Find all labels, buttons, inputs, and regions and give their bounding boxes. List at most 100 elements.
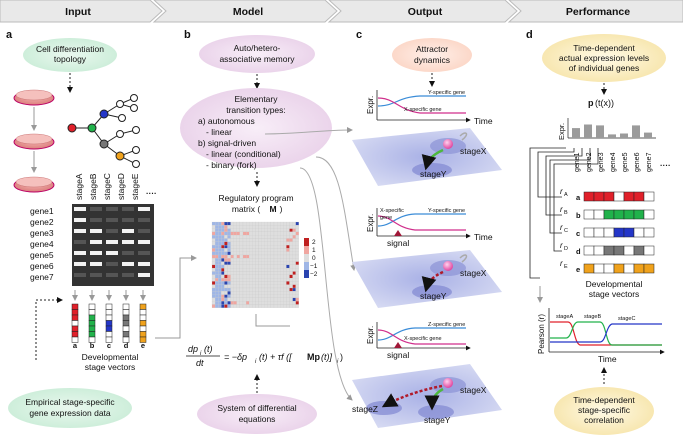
matrix-cell [286, 278, 290, 282]
matrix-cell [286, 301, 290, 305]
pearson-xlabel: Time [598, 354, 617, 364]
matrix-cell [289, 264, 293, 269]
matrix-cell [249, 294, 253, 299]
matrix-cell [280, 271, 284, 275]
matrix-cell [255, 278, 259, 282]
matrix-cell [270, 261, 275, 266]
matrix-cell [249, 271, 253, 275]
matrix-cell [215, 261, 219, 266]
matrix-cell [230, 251, 234, 256]
matrix-cell [264, 231, 268, 236]
matrix-cell [289, 291, 293, 295]
attractor-bubble-line2: dynamics [414, 55, 450, 65]
header-step-output [327, 0, 518, 23]
matrix-cell [261, 258, 265, 262]
matrix-cell [273, 225, 278, 229]
matrix-cell [233, 271, 237, 275]
matrix-cell [236, 294, 241, 299]
matrix-cell [246, 281, 250, 285]
matrix-cell [270, 241, 275, 246]
plot1-gene-bottom: X-specific gene [404, 107, 442, 113]
matrix-cell [224, 254, 228, 259]
matrix-cell [261, 274, 265, 279]
matrix-cell [215, 304, 219, 308]
matrix-cell [283, 254, 287, 259]
matrix-cell [267, 261, 271, 266]
expression-bar [620, 133, 628, 138]
matrix-cell [242, 254, 247, 259]
matrix-cell [277, 278, 281, 282]
plot3-ylabel: Expr. [366, 326, 375, 344]
petri-dish-2 [13, 133, 55, 150]
matrix-cell [224, 231, 228, 236]
bar-ylabel: Expr. [557, 123, 566, 140]
matrix-cell [270, 258, 275, 262]
matrix-cell [277, 304, 281, 308]
matrix-cell [233, 278, 237, 282]
stage-header-d: stageD [116, 173, 126, 200]
matrix-cell [258, 291, 262, 295]
matrix-cell [246, 241, 250, 246]
matrix-cell [292, 284, 296, 289]
matrix-cell [221, 241, 225, 246]
signal-label: signal [387, 350, 409, 360]
types-line: b) signal-driven [198, 138, 256, 148]
matrix-cell [258, 228, 262, 233]
matrix-cell [215, 241, 219, 246]
matrix-cell [218, 271, 222, 275]
matrix-cell [273, 241, 278, 246]
matrix-cell [249, 264, 253, 269]
vector-cell [643, 191, 655, 202]
matrix-cell [239, 284, 244, 289]
matrix-cell [236, 231, 241, 236]
matrix-cell [292, 274, 296, 279]
matrix-cell [258, 261, 262, 266]
matrix-cell [273, 294, 278, 299]
matrix-cell [252, 225, 256, 229]
matrix-cell [255, 251, 259, 256]
matrix-cell [215, 235, 219, 239]
correlation-bubble-line2: stage-specific [578, 405, 631, 415]
matrix-cell [264, 238, 268, 242]
matrix-cell [221, 301, 225, 305]
matrix-cell [227, 264, 231, 269]
matrix-cell [267, 281, 271, 285]
matrix-cell [227, 228, 231, 233]
matrix-cell [277, 258, 281, 262]
differentiation-tree [72, 97, 137, 165]
matrix-cell [261, 221, 265, 226]
matrix-cell [267, 254, 271, 259]
vector-cell [139, 314, 147, 321]
linear-to-output-connector [264, 127, 353, 135]
matrix-cell [242, 301, 247, 305]
matrix-cell [249, 278, 253, 282]
matrix-cell [261, 248, 265, 252]
matrix-cell [218, 258, 222, 262]
matrix-cell [218, 297, 222, 302]
matrix-cell [215, 287, 219, 292]
matrix-cell [280, 231, 284, 236]
svg-text:): ) [340, 352, 343, 362]
matrix-cell [283, 251, 287, 256]
matrix-cell [283, 278, 287, 282]
matrix-cell [261, 271, 265, 275]
matrix-cell [280, 274, 284, 279]
vector-cell [623, 191, 635, 202]
matrix-cell [280, 248, 284, 252]
matrix-cell [280, 278, 284, 282]
matrix-cell [283, 248, 287, 252]
matrix-cell [267, 287, 271, 292]
matrix-cell [239, 264, 244, 269]
matrix-cell [239, 251, 244, 256]
matrix-cell [249, 284, 253, 289]
matrix-cell [289, 294, 293, 299]
gel-band [74, 218, 86, 222]
matrix-cell [252, 241, 256, 246]
matrix-cell [273, 235, 278, 239]
matrix-cell [230, 245, 234, 249]
matrix-cell [258, 231, 262, 236]
matrix-cell [280, 228, 284, 233]
matrix-cell [280, 261, 284, 266]
matrix-cell [295, 281, 299, 285]
matrix-cell [264, 281, 268, 285]
